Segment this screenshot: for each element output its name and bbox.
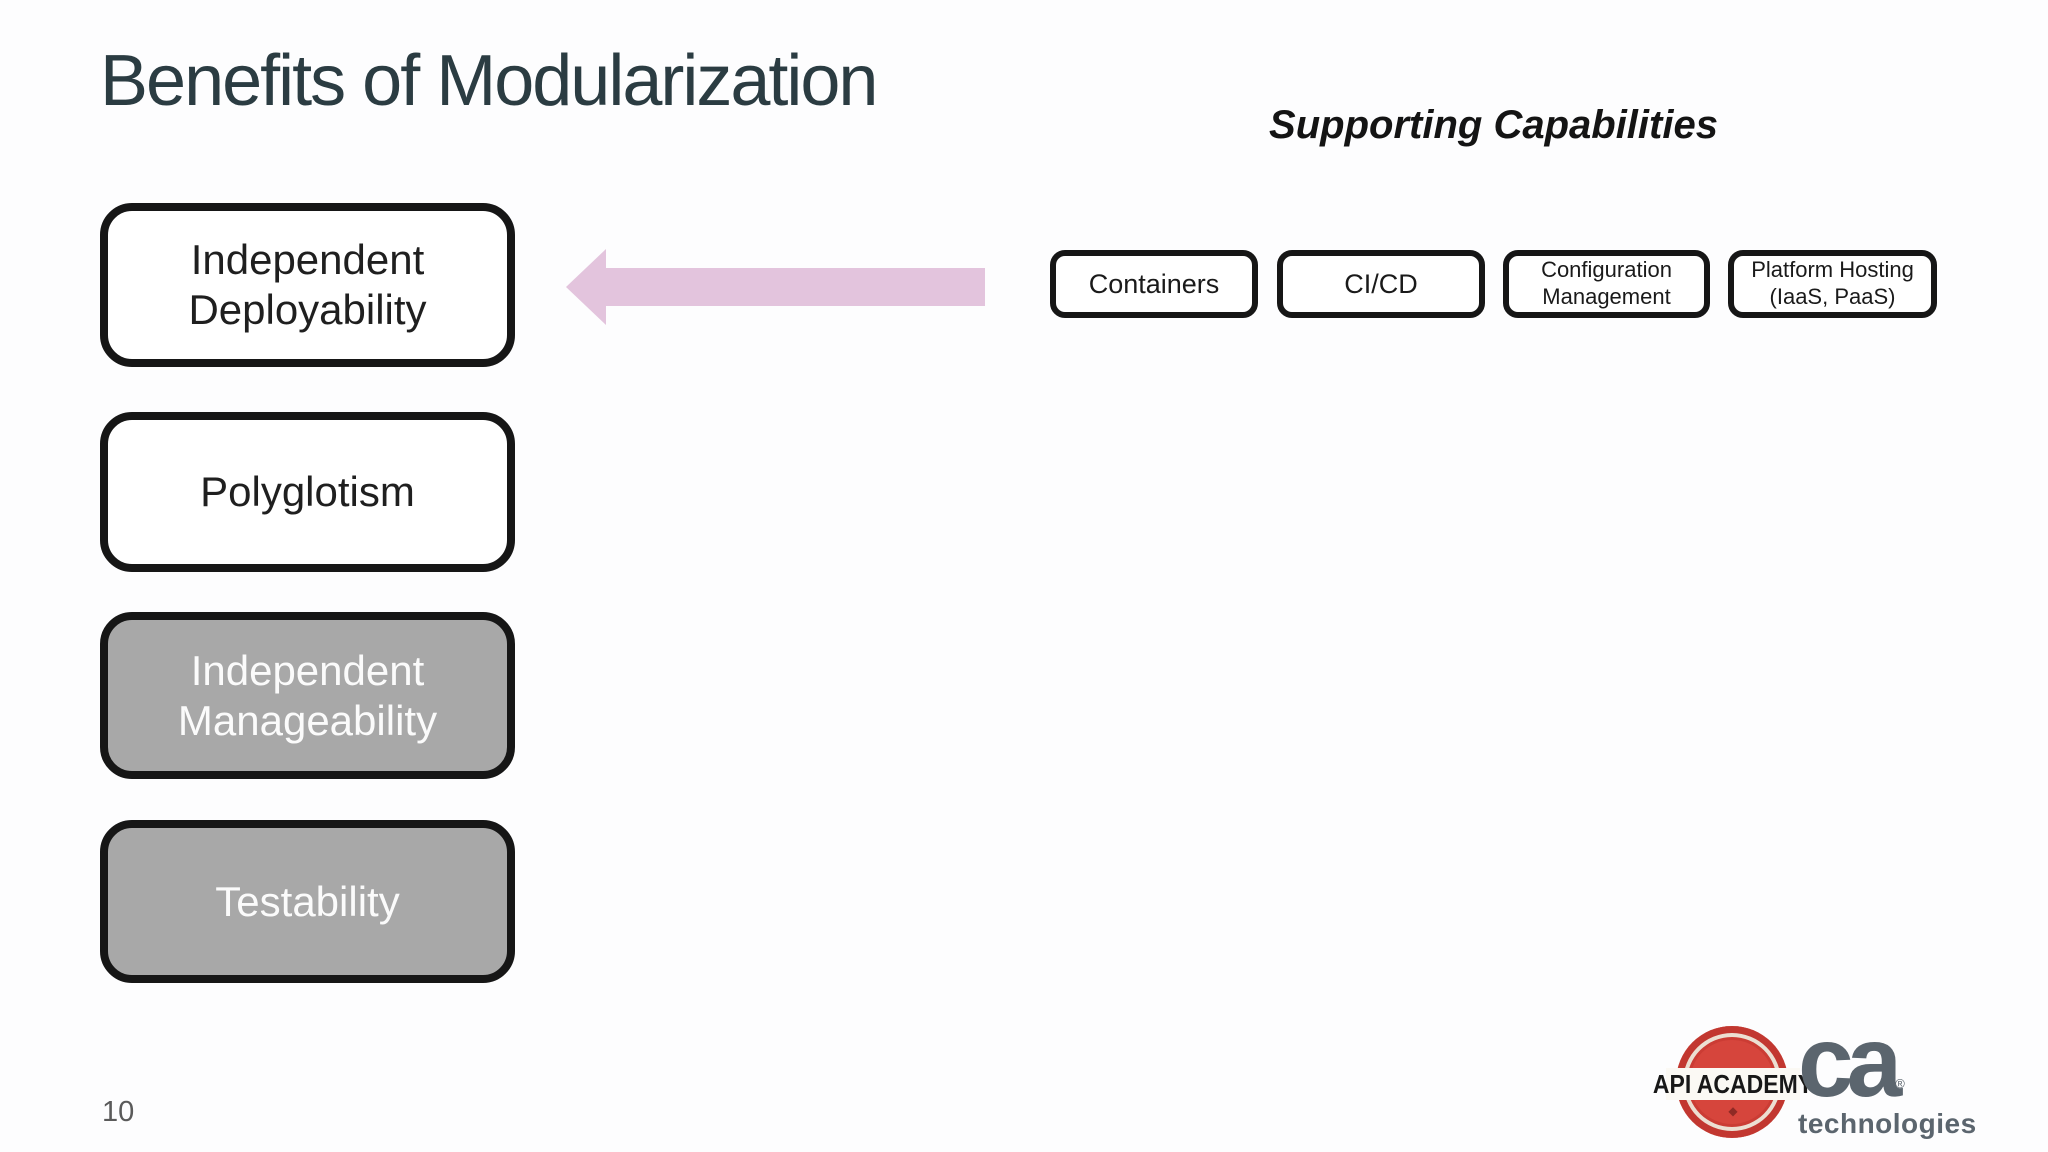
capability-box-containers: Containers	[1050, 250, 1258, 318]
slide-page-number: 10	[102, 1096, 135, 1128]
ca-subtext: technologies	[1798, 1108, 1977, 1139]
benefit-box-independent-deployability: Independent Deployability	[100, 203, 515, 367]
benefit-box-independent-manageability: Independent Manageability	[100, 612, 515, 779]
benefit-label-line: Manageability	[177, 696, 438, 744]
capability-label-line: Containers	[1088, 268, 1220, 299]
api-academy-ornament-icon: ◆	[1728, 1104, 1738, 1118]
ca-wordmark: ca	[1798, 1006, 1902, 1118]
capability-label-line: Configuration	[1541, 257, 1672, 283]
arrow-head	[566, 249, 606, 325]
capability-label-line: Management	[1542, 284, 1671, 309]
arrow-shaft	[604, 268, 985, 306]
benefit-box-testability: Testability	[100, 820, 515, 983]
left-arrow-icon	[566, 249, 985, 325]
benefit-label-line: Independent	[190, 646, 425, 694]
benefit-label-line: Independent	[190, 236, 425, 284]
capability-box-configuration-management: Configuration Management	[1503, 250, 1710, 318]
registered-trademark-icon: ®	[1895, 1076, 1905, 1091]
capability-label-line: (IaaS, PaaS)	[1769, 284, 1896, 309]
capability-box-platform-hosting: Platform Hosting (IaaS, PaaS)	[1728, 250, 1937, 318]
capability-label-line: CI/CD	[1344, 268, 1418, 299]
api-academy-logo: API ACADEMY ◆	[1653, 1024, 1813, 1142]
benefit-label-line: Polyglotism	[200, 468, 415, 516]
benefit-box-polyglotism: Polyglotism	[100, 412, 515, 572]
api-academy-band: API ACADEMY	[1653, 1068, 1813, 1100]
capability-box-cicd: CI/CD	[1277, 250, 1485, 318]
supporting-capabilities-heading: Supporting Capabilities	[1269, 103, 1718, 147]
benefit-label-line: Deployability	[188, 286, 427, 333]
benefit-label-line: Testability	[215, 877, 400, 925]
capability-label-line: Platform Hosting	[1751, 257, 1914, 283]
ca-technologies-logo: ca® technologies	[1798, 1012, 1977, 1140]
api-academy-label: API ACADEMY	[1652, 1068, 1814, 1098]
page-title: Benefits of Modularization	[100, 41, 878, 121]
